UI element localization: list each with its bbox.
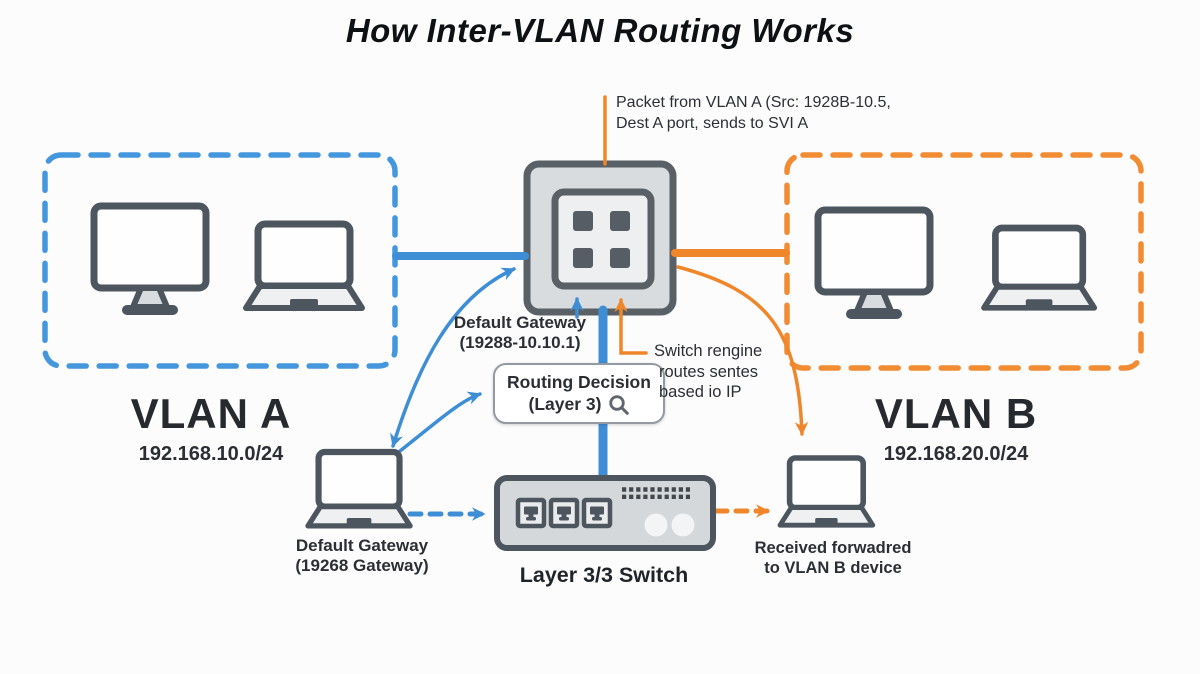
gateway-device-line2: (19268 Gateway) [295, 556, 429, 575]
core-gateway-title: Default Gateway [453, 313, 587, 332]
vlan-a-subnet: 192.168.10.0/24 [138, 443, 284, 465]
core-gateway-label: Default Gateway (19288-10.10.1) [420, 313, 620, 353]
vlan-a-name: VLAN A [130, 390, 292, 437]
layer3-switch-icon [494, 475, 716, 551]
desktop-icon [818, 210, 930, 319]
engine-note-line1: Switch rengine [654, 342, 763, 360]
laptop-icon [246, 224, 362, 308]
forward-curve-arrow [676, 265, 809, 436]
packet-annotation: Packet from VLAN A (Src: 1928B-10.5, Des… [616, 92, 891, 134]
engine-note-line2: routes sentes [659, 362, 759, 381]
gateway-device-line1: Default Gateway [295, 536, 429, 555]
received-device-line1: Received forwadred [754, 539, 912, 557]
receiver-laptop-icon [780, 458, 873, 525]
routing-decision-box: Routing Decision (Layer 3) [493, 363, 665, 424]
engine-note-line3: based io IP [659, 383, 742, 401]
core-gateway-ip: (19288-10.10.1) [459, 333, 581, 352]
page-title: How Inter-VLAN Routing Works [345, 12, 855, 49]
vlan-b-zone-box [784, 152, 1144, 371]
desktop-icon [94, 206, 206, 315]
gateway-device-label: Default Gateway (19268 Gateway) [272, 536, 452, 576]
received-device-line2: to VLAN B device [764, 559, 902, 577]
routing-curve-arrow [398, 391, 482, 453]
vlan-b-subnet: 192.168.20.0/24 [883, 443, 1029, 465]
vlan-b-name: VLAN B [874, 390, 1038, 437]
vlan-a-zone-box [42, 152, 398, 369]
core-switch-icon [523, 160, 677, 316]
engine-up-arrow [614, 298, 648, 355]
layer3-switch-label: Layer 3/3 Switch [519, 563, 689, 587]
laptop-icon [984, 228, 1094, 308]
magnifier-icon [609, 395, 630, 415]
packet-annotation-line2: Dest A port, sends to SVI A [616, 115, 809, 132]
gateway-curve-arrow [390, 267, 516, 448]
packet-annotation-line1: Packet from VLAN A (Src: 1928B-10.5, [616, 94, 891, 111]
switch-engine-note: Switch rengine routes sentes based io IP [654, 341, 762, 403]
routing-decision-subtitle: (Layer 3) [528, 394, 602, 414]
received-device-label: Received forwadred to VLAN B device [742, 538, 924, 578]
routing-decision-title: Routing Decision [507, 372, 651, 392]
